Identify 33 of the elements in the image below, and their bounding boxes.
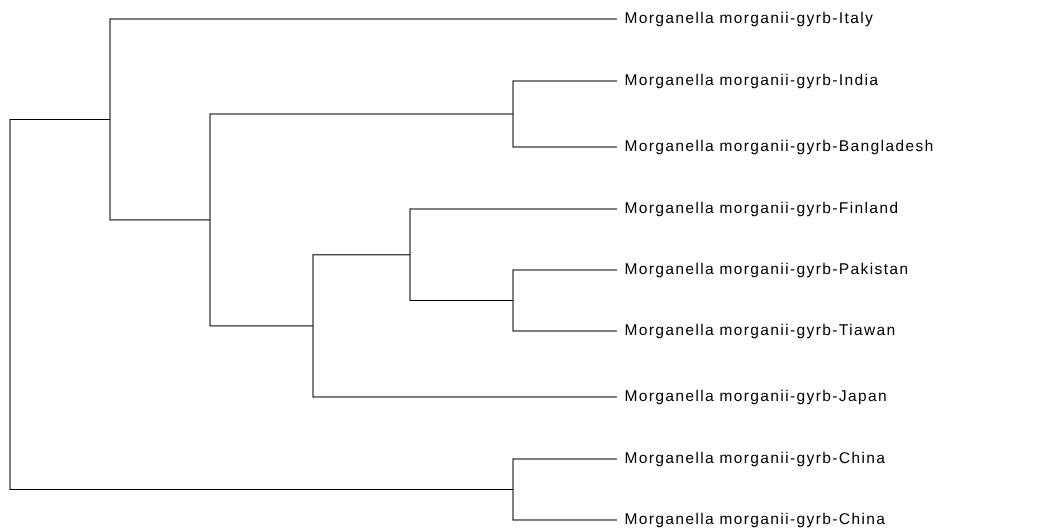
branch-line bbox=[209, 325, 314, 327]
branch-line bbox=[9, 489, 514, 490]
branch-line bbox=[512, 80, 618, 82]
branch-line bbox=[512, 330, 618, 332]
branch-line bbox=[512, 519, 618, 521]
leaf-label: Morganella morganii-gyrb-Bangladesh bbox=[625, 139, 933, 155]
branch-line bbox=[109, 18, 111, 221]
branch-line bbox=[409, 208, 618, 210]
leaf-label: Morganella morganii-gyrb-China bbox=[625, 451, 885, 467]
leaf-label: Morganella morganii-gyrb-Tiawan bbox=[625, 323, 895, 339]
leaf-label: Morganella morganii-gyrb-Italy bbox=[625, 11, 873, 27]
branch-line bbox=[512, 80, 514, 148]
branch-line bbox=[409, 300, 514, 301]
branch-line bbox=[109, 219, 211, 221]
branch-line bbox=[312, 254, 314, 398]
branch-line bbox=[312, 254, 411, 256]
branch-line bbox=[9, 119, 11, 490]
leaf-label: Morganella morganii-gyrb-China bbox=[625, 512, 885, 528]
branch-line bbox=[512, 458, 618, 460]
branch-line bbox=[512, 269, 618, 271]
branch-line bbox=[9, 119, 111, 120]
branch-line bbox=[512, 269, 514, 332]
branch-line bbox=[512, 146, 618, 148]
branch-line bbox=[209, 113, 211, 327]
leaf-label: Morganella morganii-gyrb-Japan bbox=[625, 389, 886, 405]
leaf-label: Morganella morganii-gyrb-Finland bbox=[625, 201, 898, 217]
leaf-label: Morganella morganii-gyrb-Pakistan bbox=[625, 262, 908, 278]
branch-line bbox=[109, 18, 618, 20]
branch-line bbox=[512, 458, 514, 521]
branch-line bbox=[209, 113, 514, 115]
leaf-label: Morganella morganii-gyrb-India bbox=[625, 73, 878, 89]
branch-line bbox=[312, 396, 618, 398]
branch-line bbox=[409, 208, 411, 302]
